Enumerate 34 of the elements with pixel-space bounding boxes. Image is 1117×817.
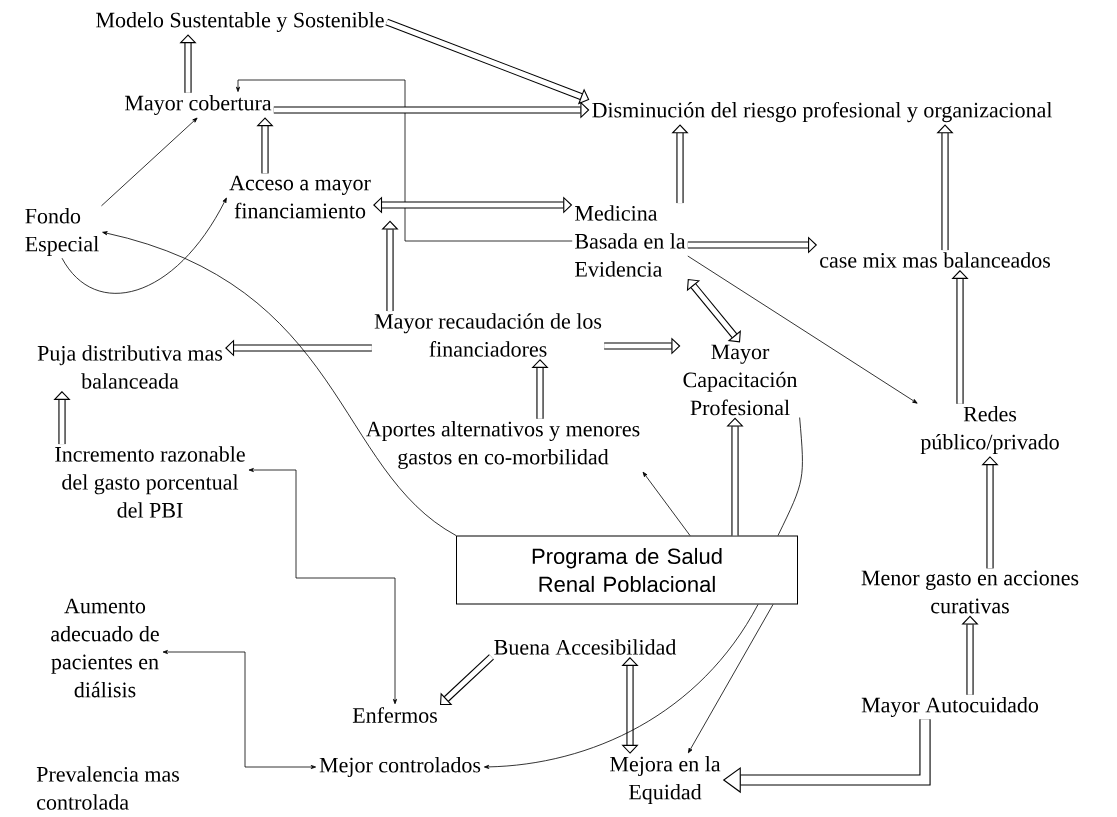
concept-label: Mejor controlados xyxy=(319,757,481,777)
arrow xyxy=(236,79,573,242)
concept-label: Redes público/privado xyxy=(920,406,1059,454)
concept-label: Modelo Sustentable y Sostenible xyxy=(96,12,384,32)
concept-label: Fondo Especial xyxy=(25,208,99,256)
concept-label: Menor gasto en acciones curativas xyxy=(861,570,1079,614)
concept-label: Acceso a mayor financiamiento xyxy=(229,175,371,219)
block-arrow xyxy=(385,18,590,105)
arrow xyxy=(642,471,691,536)
arrow xyxy=(687,255,918,404)
concept-label: Mayor Autocuidado xyxy=(861,697,1039,717)
concept-label: Incremento razonable del gasto porcentual del PBI xyxy=(55,446,245,518)
arrow xyxy=(162,650,317,769)
concept-label: Mayor Capacitación Profesional xyxy=(683,344,798,416)
concept-label: Medicina Basada en la Evidencia xyxy=(575,205,686,277)
arrow xyxy=(61,197,227,294)
concept-label: Mayor cobertura xyxy=(125,95,272,115)
concept-label: Mejora en la Equidad xyxy=(610,756,721,804)
concept-label: Mayor recaudación de los financiadores xyxy=(374,313,602,357)
connector-line xyxy=(777,417,803,536)
concept-label: Puja distributiva mas balanceada xyxy=(37,345,223,389)
concept-label: Aportes alternativos y menores gastos en co-morbilidad xyxy=(366,421,640,469)
arrow xyxy=(102,231,457,536)
arrow xyxy=(688,604,774,754)
concept-label: case mix mas balanceados xyxy=(820,252,1050,268)
program-box: Programa de Salud Renal Poblacional xyxy=(456,535,798,605)
concept-label: Buena Accesibilidad xyxy=(494,639,677,655)
concept-label: Enfermos xyxy=(352,707,437,723)
arrow xyxy=(483,604,759,769)
concept-label: Aumento adecuado de pacientes en diálisis xyxy=(51,598,159,698)
arrow xyxy=(248,468,397,705)
arrow xyxy=(101,117,198,207)
concept-label: Prevalencia mas controlada xyxy=(36,766,179,810)
concept-label: Disminución del riesgo profesional y organizacional xyxy=(592,101,1053,123)
